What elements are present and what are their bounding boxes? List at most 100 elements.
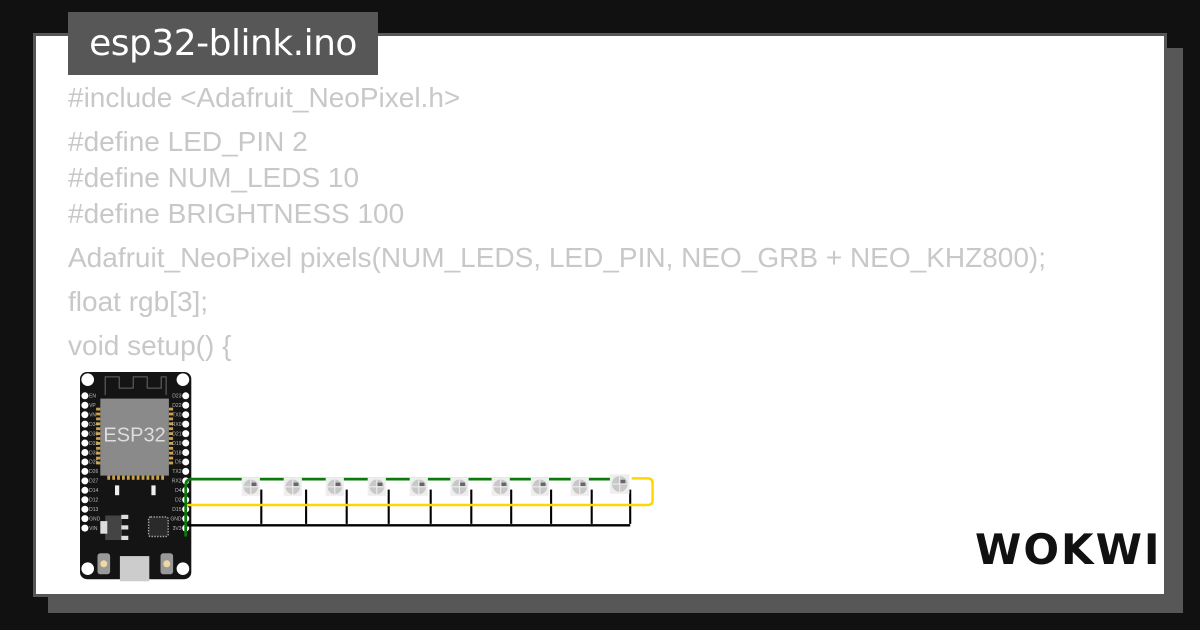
pin-label: RX2 xyxy=(172,479,182,485)
pin-label: D32 xyxy=(89,441,98,447)
pin-label: D34 xyxy=(89,422,98,428)
neopixel-led xyxy=(609,474,630,494)
pin-right xyxy=(182,392,190,400)
module-pad xyxy=(168,432,174,435)
pin-label: VIN xyxy=(89,526,98,532)
pin-label: D22 xyxy=(172,403,181,409)
module-pad xyxy=(168,412,174,416)
esp32-board: ESP32ENVPVND34D35D32D33D25D26D27D14D12D1… xyxy=(79,372,192,582)
usb-port xyxy=(119,556,150,582)
module-pad xyxy=(126,475,130,480)
module-pad xyxy=(151,475,155,480)
led-smd xyxy=(114,485,120,496)
module-pad xyxy=(112,475,115,480)
pin-left xyxy=(81,401,89,409)
code-line: #define LED_PIN 2 xyxy=(68,126,308,157)
module-pad xyxy=(96,446,101,450)
pin-left xyxy=(81,477,89,485)
pin-label: D26 xyxy=(89,469,98,475)
led-die xyxy=(419,482,425,487)
module-pad xyxy=(168,427,174,431)
led-die xyxy=(580,482,586,487)
pin-label: GND xyxy=(89,516,101,522)
module-pad xyxy=(168,456,174,460)
module-pad xyxy=(146,475,150,480)
button-en-cap xyxy=(100,560,108,568)
pin-right xyxy=(182,458,190,466)
pin-left xyxy=(81,411,89,419)
pin-left xyxy=(81,430,89,438)
pin-label: D21 xyxy=(172,431,181,437)
pin-left xyxy=(81,449,89,456)
module-pad xyxy=(168,417,174,421)
neopixel-led xyxy=(491,477,510,496)
neopixel-led xyxy=(570,477,589,496)
module-pad xyxy=(131,475,135,480)
pin-label: D2 xyxy=(175,498,182,504)
regulator-pin xyxy=(121,525,129,530)
pin-label: D4 xyxy=(175,488,182,494)
pin-label: 3V3 xyxy=(173,526,182,532)
regulator-tab xyxy=(100,521,108,534)
led-die xyxy=(377,482,383,487)
pin-label: D23 xyxy=(172,394,181,400)
led-divider xyxy=(285,479,301,495)
pin-label: D15 xyxy=(172,507,181,513)
led-divider xyxy=(493,479,508,495)
led-die xyxy=(620,479,626,484)
module-pad xyxy=(141,475,145,480)
led-die xyxy=(293,482,299,487)
circuit: ESP32ENVPVND34D35D32D33D25D26D27D14D12D1… xyxy=(79,372,654,582)
module-pad xyxy=(121,475,125,480)
pin-label: GND xyxy=(170,516,181,522)
module-pad xyxy=(168,461,174,465)
pin-label: D5 xyxy=(175,460,182,466)
pin-left xyxy=(81,420,89,428)
pin-label: VP xyxy=(89,403,96,409)
file-title: esp32-blink.ino xyxy=(68,12,378,75)
pin-label: TX0 xyxy=(172,412,181,418)
module-pad xyxy=(96,432,101,435)
pin-right xyxy=(182,439,190,447)
neopixel-led xyxy=(450,477,469,496)
pin-right xyxy=(182,411,190,419)
module-pad xyxy=(96,417,101,421)
pin-label: D18 xyxy=(172,450,181,456)
pin-label: VN xyxy=(89,412,96,418)
code-line: #define BRIGHTNESS 100 xyxy=(68,198,405,229)
pin-left xyxy=(81,496,89,504)
mount-hole xyxy=(81,562,94,575)
pin-right xyxy=(182,467,190,475)
preview-card: #include <Adafruit_NeoPixel.h>#define LE… xyxy=(33,33,1167,597)
neopixel-led xyxy=(241,477,260,496)
module-pad xyxy=(96,407,101,411)
module-pad xyxy=(156,475,160,480)
pin-right xyxy=(182,430,190,438)
led-die xyxy=(335,482,341,487)
pin-left xyxy=(81,486,89,494)
neopixel-led xyxy=(325,477,344,496)
module-pad xyxy=(168,407,174,411)
usb-chip xyxy=(147,516,169,538)
neopixel-led xyxy=(367,477,386,496)
mount-hole xyxy=(81,373,94,386)
neopixel-led xyxy=(530,477,549,496)
led-divider xyxy=(369,479,385,495)
module-pad xyxy=(117,475,120,480)
module-pad xyxy=(168,451,174,455)
led-divider xyxy=(243,479,259,495)
code-line: #define NUM_LEDS 10 xyxy=(68,162,360,193)
pin-left xyxy=(81,524,89,532)
esp32-module xyxy=(100,398,169,476)
pin-left xyxy=(81,392,89,400)
pin-right xyxy=(182,401,190,409)
neopixel-led xyxy=(283,477,302,496)
led-divider xyxy=(532,479,548,495)
regulator-pin xyxy=(121,514,129,519)
power-wire xyxy=(184,477,613,537)
pin-label: D14 xyxy=(89,488,98,494)
module-pad xyxy=(136,475,140,480)
pin-left xyxy=(81,439,89,447)
module-pad xyxy=(161,475,164,480)
